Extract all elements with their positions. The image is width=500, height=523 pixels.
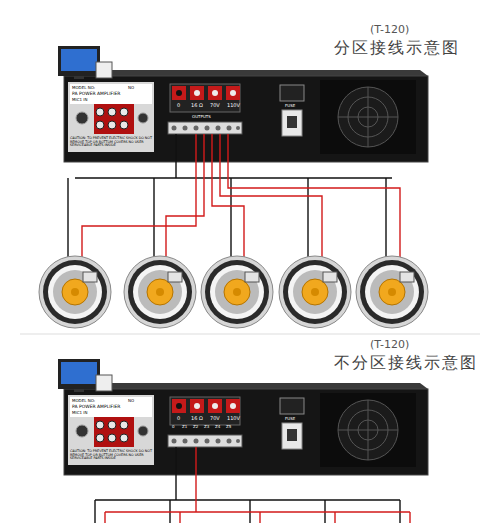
panel-label: NO bbox=[128, 399, 134, 403]
panel-label: 0 bbox=[177, 416, 180, 421]
panel-label: OUTPUTS bbox=[192, 115, 211, 119]
panel-label: 70V bbox=[210, 103, 220, 108]
panel-label: CAUTION: TO PREVENT ELECTRIC SHOCK DO NO… bbox=[70, 137, 154, 148]
panel-label: 0 bbox=[172, 425, 175, 429]
panel-label: 110V bbox=[227, 103, 240, 108]
panel-label: Z5 bbox=[226, 425, 231, 429]
panel-label: CAUTION: TO PREVENT ELECTRIC SHOCK DO NO… bbox=[70, 450, 154, 461]
panel-label: (T-120) bbox=[370, 24, 409, 35]
panel-label: 16 Ω bbox=[191, 103, 203, 108]
panel-label: 70V bbox=[210, 416, 220, 421]
panel-label: MIC1 IN bbox=[72, 98, 87, 102]
panel-label: MODEL NO: bbox=[72, 86, 95, 90]
panel-label: FUSE bbox=[285, 417, 295, 421]
panel-label: PA POWER AMPLIFIER bbox=[72, 92, 120, 97]
diagram-title: 不分区接线示意图 bbox=[334, 355, 478, 371]
panel-label: Z2 bbox=[193, 425, 198, 429]
panel-label: Z1 bbox=[182, 425, 187, 429]
panel-label: FUSE bbox=[285, 104, 295, 108]
panel-label: MIC1 IN bbox=[72, 411, 87, 415]
panel-label: 16 Ω bbox=[191, 416, 203, 421]
panel-label: 110V bbox=[227, 416, 240, 421]
panel-label: 0 bbox=[177, 103, 180, 108]
panel-label: Z3 bbox=[204, 425, 209, 429]
diagram-title: 分区接线示意图 bbox=[334, 40, 460, 56]
panel-label: (T-120) bbox=[370, 339, 409, 350]
panel-label: Z4 bbox=[215, 425, 220, 429]
panel-label: NO bbox=[128, 86, 134, 90]
panel-label: PA POWER AMPLIFIER bbox=[72, 405, 120, 410]
panel-label: MODEL NO: bbox=[72, 399, 95, 403]
